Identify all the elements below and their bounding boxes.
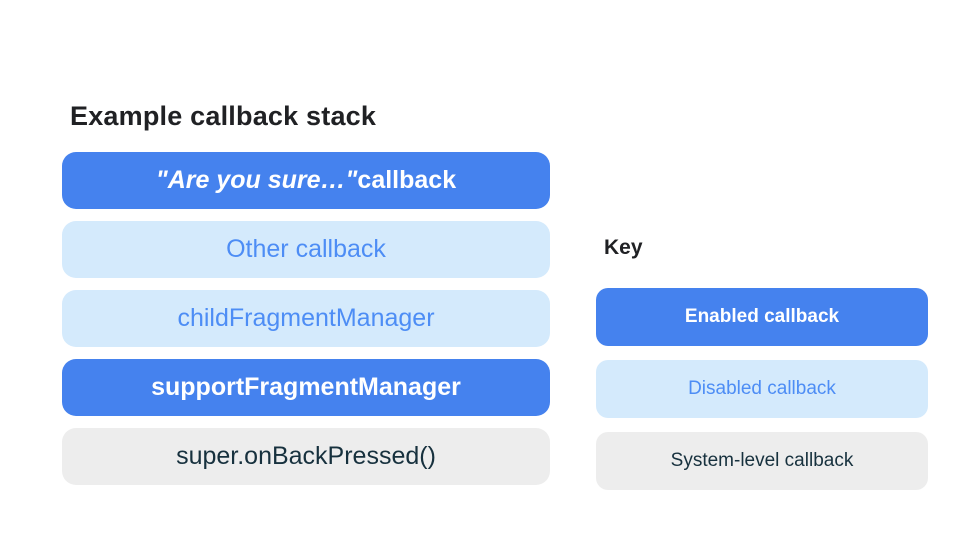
key-items: Enabled callback Disabled callback Syste… bbox=[596, 288, 928, 490]
stack-item-other-callback: Other callback bbox=[62, 221, 550, 278]
stack-item-support-fragment-manager: supportFragmentManager bbox=[62, 359, 550, 416]
stack-item-child-fragment-manager: childFragmentManager bbox=[62, 290, 550, 347]
key-title: Key bbox=[604, 236, 643, 259]
key-item-disabled-callback: Disabled callback bbox=[596, 360, 928, 418]
stack-item-label-rest: callback bbox=[357, 166, 457, 194]
key-item-system-level-callback: System-level callback bbox=[596, 432, 928, 490]
stack-item-are-you-sure-callback: "Are you sure…" callback bbox=[62, 152, 550, 209]
key-item-enabled-callback: Enabled callback bbox=[596, 288, 928, 346]
callback-stack: "Are you sure…" callback Other callback … bbox=[62, 152, 550, 485]
stack-title: Example callback stack bbox=[70, 101, 377, 131]
stack-item-super-on-back-pressed: super.onBackPressed() bbox=[62, 428, 550, 485]
stack-item-label-italic: "Are you sure…" bbox=[155, 166, 358, 194]
key-panel: Key Enabled callback Disabled callback S… bbox=[596, 236, 928, 490]
